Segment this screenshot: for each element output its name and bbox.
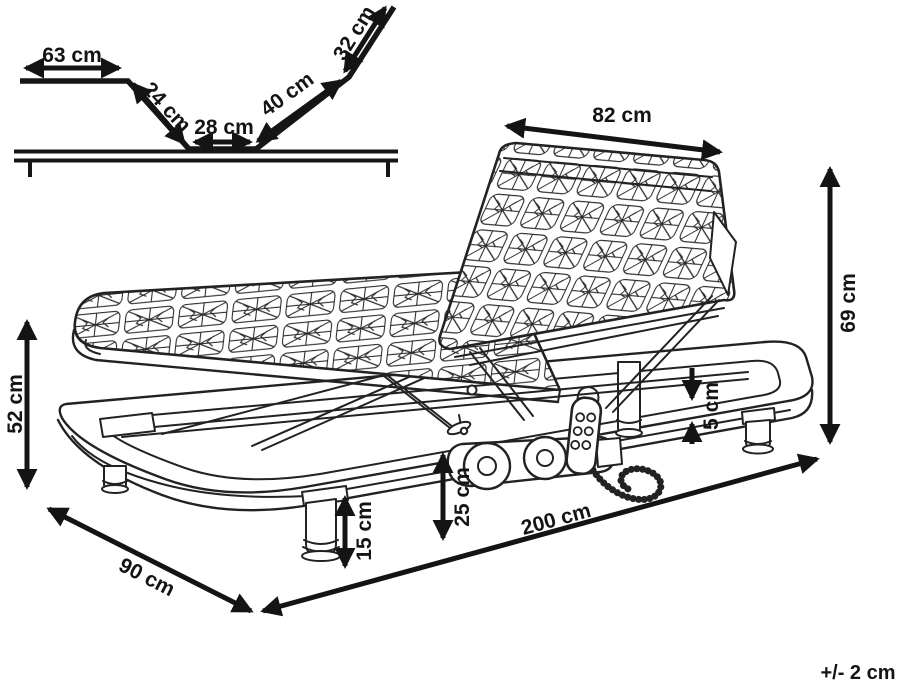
leg-front-center	[301, 485, 349, 562]
dim-25-label: 25 cm	[451, 467, 474, 527]
dim-5-label: 5 cm	[700, 382, 723, 430]
leg-front-right	[741, 407, 776, 455]
head-top-rail	[499, 157, 713, 192]
dim-69-label: 69 cm	[837, 273, 860, 333]
head-section-surface	[438, 141, 736, 351]
dimension-annotations: 82 cm 69 cm 52 cm 5 cm 25 cm 15 cm 200 c…	[4, 104, 860, 617]
inset-dim-28-label: 28 cm	[194, 116, 254, 139]
motor-box	[595, 437, 623, 468]
dim-200-label: 200 cm	[519, 499, 594, 540]
inset-dim-63-label: 63 cm	[42, 44, 102, 67]
inset-dim-40-arrow	[255, 78, 344, 144]
bed-drawing	[56, 141, 814, 562]
remote-body	[565, 396, 603, 476]
remote-hook	[576, 386, 600, 406]
leg-left	[101, 465, 129, 494]
motor-drum-right	[522, 435, 568, 481]
dim-15-label: 15 cm	[353, 501, 376, 561]
dim-200-arrow	[260, 453, 820, 617]
dim-82-arrow	[504, 117, 723, 161]
tolerance-note: +/- 2 cm	[820, 662, 895, 684]
dim-90-arrow	[46, 506, 254, 614]
head-support-flap	[709, 211, 737, 296]
head-slat-section	[438, 141, 737, 413]
head-support-strut	[605, 295, 720, 413]
support-bracket	[99, 412, 156, 438]
inset-dim-24-arrow	[131, 81, 186, 146]
inset-dim-40-label: 40 cm	[256, 68, 318, 122]
profile-inset: 63 cm 24 cm 28 cm 40 cm 32 cm	[14, 2, 398, 177]
dim-52-label: 52 cm	[4, 374, 27, 434]
inset-dim-32-arrow	[342, 5, 388, 74]
remote-cord	[589, 465, 665, 503]
base-frame	[56, 340, 814, 512]
hinge-pivot	[466, 384, 478, 396]
remote-buttons	[570, 412, 597, 450]
flat-section-front-rail-line	[84, 339, 561, 403]
flat-section-front-rail	[71, 328, 560, 404]
head-under-rail	[454, 307, 725, 366]
release-paddle	[446, 414, 472, 436]
profile-baseline	[14, 149, 398, 177]
rear-leg	[615, 361, 643, 438]
flat-slat-section	[71, 268, 562, 404]
flat-section-surface	[73, 268, 562, 392]
dim-82-label: 82 cm	[592, 104, 652, 127]
center-support-rail	[121, 371, 749, 438]
